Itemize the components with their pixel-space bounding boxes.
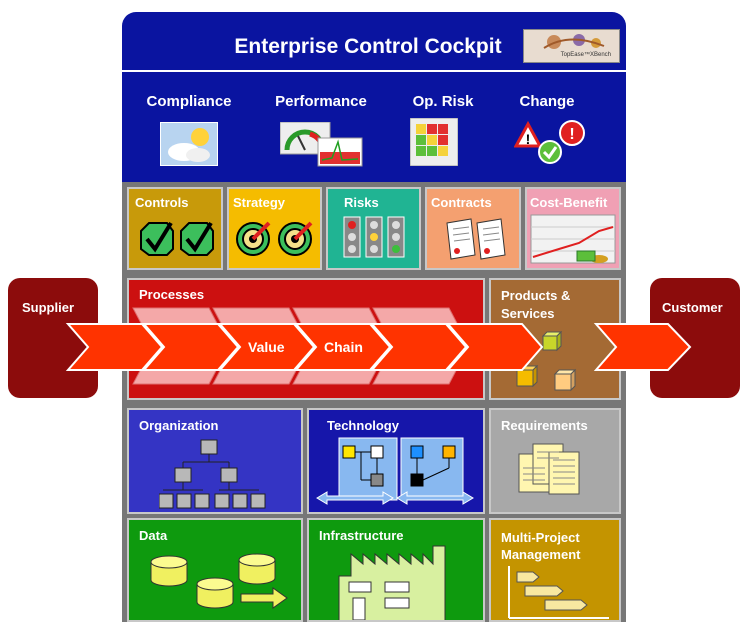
mpm-label-line2: Management [501,547,581,562]
gantt-chart-icon [508,566,609,619]
data-label: Data [139,528,168,543]
factory-icon [338,545,446,620]
svg-text:!: ! [526,131,531,147]
organization-label: Organization [139,418,219,433]
strategy-label: Strategy [233,195,286,210]
infrastructure-label: Infrastructure [319,528,404,543]
pillar-performance: Performance [275,93,367,110]
products-label-line2: Services [501,306,555,321]
organization-box: Organization [127,408,303,514]
contracts-label: Contracts [431,195,492,210]
target-icon [236,221,313,256]
products-label-line1: Products & [501,288,571,303]
logo-text: TopEase™XBench [560,52,611,58]
strategy-box: Strategy [227,187,322,270]
header-divider [122,70,626,72]
risks-box: Risks [326,187,421,270]
pillar-compliance: Compliance [146,93,232,110]
traffic-lights-icon [343,216,405,258]
logo-graphic-icon [543,34,605,49]
risks-label: Risks [344,195,379,210]
infrastructure-box: Infrastructure [307,518,485,622]
databases-icon [150,553,288,609]
page-title: Enterprise Control Cockpit [234,35,502,58]
customer-label: Customer [662,300,723,315]
contract-documents-icon [446,218,506,260]
risk-matrix-icon [410,118,458,166]
data-box: Data [127,518,303,622]
technology-label: Technology [327,418,399,433]
pillar-change: Change [519,93,575,110]
value-chain-arrows [65,323,692,371]
controls-label: Controls [135,195,189,210]
pillar-op-risk: Op. Risk [412,93,474,110]
mpm-label-line1: Multi-Project [501,530,580,545]
requirements-label: Requirements [501,418,588,433]
supplier-label: Supplier [22,300,75,315]
multi-project-box: Multi-Project Management [489,518,621,622]
chain-label: Chain [324,339,363,355]
controls-check-icon [140,221,214,256]
logo: TopEase™XBench [523,29,620,63]
change-warning-icon: ! ! [514,120,585,164]
contracts-box: Contracts [425,187,521,270]
cost-benefit-label: Cost-Benefit [530,195,608,210]
svg-text:!: ! [569,126,574,143]
cost-benefit-chart-icon [530,214,616,264]
processes-label: Processes [139,287,205,302]
org-chart-icon [159,439,266,509]
cost-benefit-box: Cost-Benefit [525,187,621,270]
technology-box: Technology [307,408,485,514]
requirements-box: Requirements [489,408,621,514]
controls-box: Controls [127,187,223,270]
gauge-chart-icon [280,122,363,167]
technology-diagram-icon [316,437,474,505]
weather-icon [160,122,218,166]
requirements-documents-icon [518,443,580,495]
value-label: Value [248,339,285,355]
cubes-icon [515,330,577,392]
